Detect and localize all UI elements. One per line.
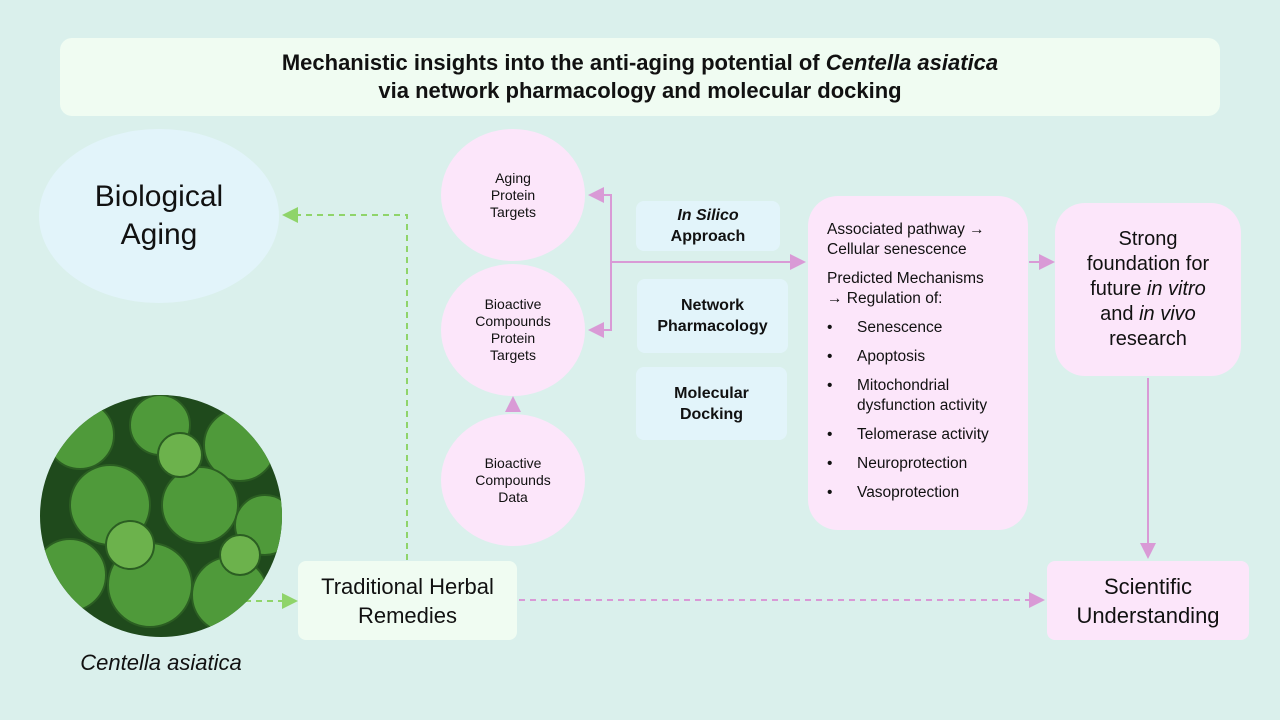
node-label: Compounds — [475, 313, 551, 329]
box-label: Traditional Herbal — [321, 573, 494, 599]
node-label: Compounds — [475, 471, 551, 488]
box-label: Network — [680, 297, 745, 314]
title-subtitle: via network pharmacology and molecular d… — [378, 78, 902, 103]
box-label: Molecular — [674, 384, 749, 402]
node-label: Data — [498, 488, 528, 505]
title-text: Mechanistic insights into the anti-aging… — [281, 50, 826, 75]
text-line: research — [1109, 328, 1187, 350]
plant-caption: Centella asiatica — [80, 650, 242, 675]
box-label: Pharmacology — [657, 318, 768, 335]
node-label: Biological — [94, 180, 224, 213]
list-item: •Mitochondrial dysfunction activity — [827, 376, 1028, 416]
node-label: Bioactive — [484, 296, 542, 312]
mechanism-list: •Senescence •Apoptosis •Mitochondrial dy… — [827, 318, 1028, 503]
text-italic: in vivo — [1139, 303, 1196, 325]
box-label: In Silico — [677, 207, 739, 224]
plant-leaves-image — [40, 395, 282, 637]
molecular-docking-box: Molecular Docking — [636, 367, 787, 440]
list-item: •Neuroprotection — [827, 455, 968, 472]
box-label: Scientific — [1103, 573, 1193, 599]
arrow-to-aging-targets — [588, 187, 612, 262]
pathway-text: Associated pathway → Cellular senescence — [827, 220, 1028, 260]
in-silico-box: In Silico Approach — [636, 201, 780, 251]
node-label: Protein — [490, 186, 536, 203]
text-line: future — [1090, 278, 1147, 300]
box-label: Approach — [670, 228, 746, 245]
item-text: Senescence — [857, 319, 943, 336]
arrow-traditional-to-aging — [282, 207, 408, 560]
aging-protein-targets-node: Aging Protein Targets — [441, 129, 585, 261]
text-line: Predicted Mechanisms — [827, 270, 984, 287]
box-label: Docking — [679, 405, 744, 423]
compound-protein-targets-node: Bioactive Compounds Protein Targets — [441, 264, 585, 396]
text-line: Cellular senescence — [827, 241, 967, 258]
text-line: Strong — [1118, 228, 1178, 250]
diagram-title: Mechanistic insights into the anti-aging… — [60, 38, 1220, 116]
arrow-to-compound-targets — [588, 262, 612, 338]
item-text: Mitochondrial dysfunction activity — [857, 377, 988, 414]
predicted-text: Predicted Mechanisms → Regulation of: — [827, 269, 1028, 309]
list-item: •Senescence — [827, 319, 943, 336]
node-label: Targets — [490, 347, 536, 363]
foundation-box: Strong foundation for future in vitro an… — [1055, 203, 1241, 376]
network-pharmacology-box: Network Pharmacology — [637, 279, 788, 353]
text-line: and — [1100, 303, 1140, 325]
node-label: Protein — [490, 330, 536, 346]
biological-aging-node: Biological Aging — [39, 129, 279, 303]
box-label: Remedies — [357, 602, 458, 628]
node-label: Aging — [495, 169, 531, 186]
centella-plant-photo — [40, 395, 282, 637]
list-item: •Vasoprotection — [827, 484, 960, 501]
list-item: •Telomerase activity — [827, 426, 989, 443]
node-label: Targets — [490, 203, 536, 220]
item-text: Neuroprotection — [857, 455, 968, 472]
scientific-understanding-box: Scientific Understanding — [1047, 561, 1249, 640]
text-italic: in vitro — [1146, 278, 1206, 300]
traditional-remedies-box: Traditional Herbal Remedies — [298, 561, 517, 640]
list-item: •Apoptosis — [827, 348, 926, 365]
text-line: → Regulation of: — [827, 290, 943, 307]
title-species: Centella asiatica — [825, 50, 999, 75]
box-label: Understanding — [1076, 602, 1220, 628]
text-line: foundation for — [1086, 253, 1210, 275]
item-text: Apoptosis — [857, 348, 926, 365]
node-label: Bioactive — [484, 454, 542, 471]
item-text: Telomerase activity — [857, 426, 989, 443]
compound-data-node: Bioactive Compounds Data — [441, 414, 585, 546]
mechanisms-box: Associated pathway →Cellular senescence … — [808, 196, 1028, 530]
item-text: Vasoprotection — [857, 484, 960, 501]
node-label: Aging — [120, 218, 198, 251]
text-line: Associated pathway → — [827, 221, 985, 238]
